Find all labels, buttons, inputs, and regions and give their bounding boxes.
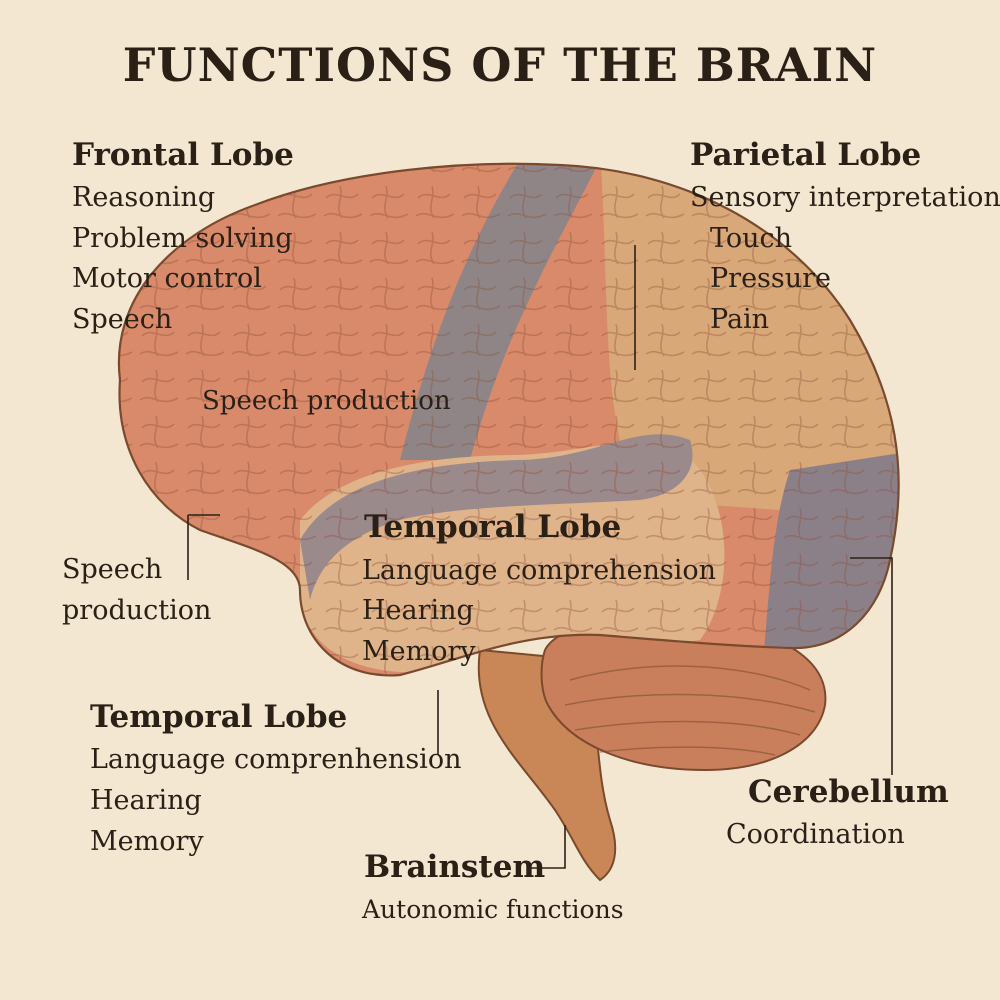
speech-production-outer-label: Speech	[62, 554, 163, 585]
frontal-item: Problem solving	[72, 223, 293, 254]
temporal-outer-item: Language comprenhension	[90, 744, 462, 775]
page-title: FUNCTIONS OF THE BRAIN	[122, 38, 878, 92]
parietal-item: Pressure	[710, 263, 832, 294]
temporal-lobe-outer-heading: Temporal Lobe	[90, 699, 348, 735]
temporal-inner-item: Hearing	[362, 595, 474, 626]
leader-lines	[187, 245, 893, 869]
parietal-lobe-heading: Parietal Lobe	[690, 137, 922, 173]
frontal-lobe-heading: Frontal Lobe	[72, 137, 294, 173]
cerebrum-outline	[117, 162, 900, 677]
frontal-item: Motor control	[72, 263, 262, 294]
brainstem-heading: Brainstem	[364, 849, 546, 885]
temporal-inner-item: Language comprehension	[362, 555, 717, 586]
temporal-lobe-inner-heading: Temporal Lobe	[364, 509, 622, 545]
brainstem-item: Autonomic functions	[362, 895, 624, 924]
speech-production-outer-label: production	[62, 595, 212, 626]
parietal-item: Sensory interpretation	[690, 182, 1000, 213]
temporal-outer-item: Memory	[90, 826, 204, 857]
temporal-outer-item: Hearing	[90, 785, 202, 816]
parietal-item: Touch	[710, 223, 793, 254]
speech-production-inner-label: Speech production	[202, 386, 451, 416]
temporal-inner-item: Memory	[362, 636, 476, 667]
frontal-item: Reasoning	[72, 182, 216, 213]
frontal-item: Speech	[72, 304, 173, 335]
parietal-item: Pain	[710, 304, 770, 335]
cerebellum-heading: Cerebellum	[748, 774, 949, 810]
cerebellum-item: Coordination	[726, 819, 905, 850]
